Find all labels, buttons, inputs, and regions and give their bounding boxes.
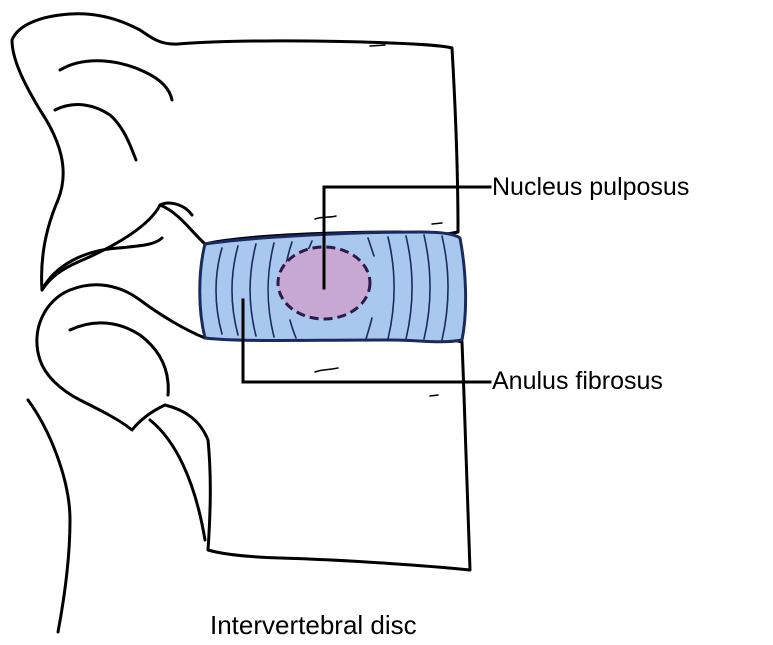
lower-process-curve <box>70 323 168 395</box>
upper-surface-mark-2 <box>432 223 442 224</box>
lower-side-curve <box>150 420 205 540</box>
lower-facet-top <box>37 285 205 360</box>
upper-process-inner-2 <box>55 105 136 160</box>
lower-nick <box>430 395 438 396</box>
lower-tail-curve <box>28 400 70 632</box>
upper-nick-1 <box>370 45 385 46</box>
diagram-caption: Intervertebral disc <box>210 612 417 638</box>
lower-vertebra-outline <box>40 338 470 570</box>
lower-surface-mark <box>315 368 338 372</box>
upper-process-inner <box>60 61 172 100</box>
anulus-fibrosus-label: Anulus fibrosus <box>492 369 663 394</box>
upper-facet-curve <box>42 238 162 290</box>
nucleus-pulposus-label: Nucleus pulposus <box>492 175 689 200</box>
